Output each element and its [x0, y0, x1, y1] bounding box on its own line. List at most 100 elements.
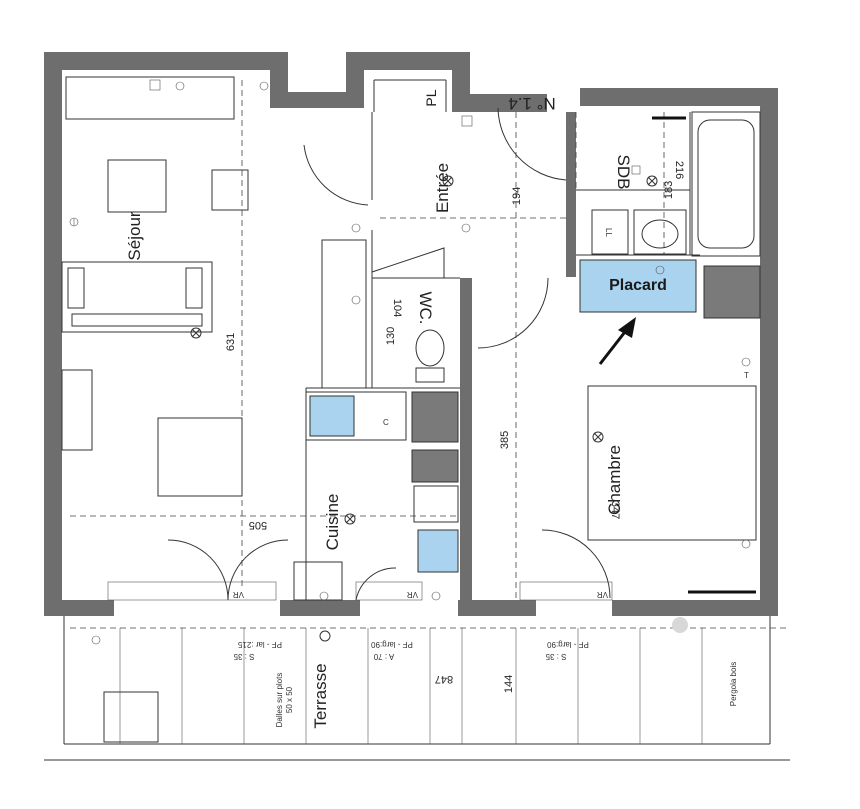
sink [413, 485, 459, 523]
hob [411, 449, 459, 483]
light-icon [442, 175, 454, 187]
bedroom-furniture [587, 116, 761, 594]
placard-box[interactable] [579, 259, 697, 313]
bookcase [321, 239, 367, 389]
kitchen-units [293, 391, 459, 601]
dalles-label-1: Dalles sur plots [275, 673, 284, 728]
socket-icon [259, 81, 269, 91]
vr-label-1: VR [233, 590, 244, 599]
t-label: T [744, 371, 749, 380]
socket-icon [741, 539, 751, 549]
dim-104: 104 [391, 299, 403, 317]
ceiling-lights [190, 175, 658, 642]
planter [103, 691, 159, 743]
room-label-wc: WC. [416, 291, 435, 324]
electrical-symbols [69, 79, 751, 645]
bathtub [691, 111, 761, 257]
washing-machine [293, 561, 343, 601]
light-icon [646, 175, 658, 187]
wall-north-step [452, 94, 547, 112]
exterior-walls [44, 52, 778, 616]
dim-505: 505 [249, 519, 267, 531]
socket-icon [741, 357, 751, 367]
wall-south-3 [458, 600, 536, 616]
tv-unit [61, 369, 93, 451]
pf-right-2: S : 35 [545, 652, 566, 661]
dim-847: 847 [435, 673, 453, 685]
wall-south-4 [612, 600, 778, 616]
wardrobe [703, 265, 761, 319]
washbasin [633, 209, 687, 255]
dim-183: 183 [663, 181, 675, 199]
socket-icon [91, 635, 101, 645]
wall-interior-bathroom [566, 112, 576, 277]
socket-icon [655, 265, 665, 275]
switch-icon [631, 165, 641, 175]
pergola-label: Pergola bois [729, 662, 738, 706]
entry-door [303, 144, 369, 206]
dim-631: 631 [225, 333, 237, 351]
wc-fixtures [415, 329, 445, 383]
ll-label: LL [604, 228, 613, 237]
interior-partitions [305, 79, 700, 600]
dim-385: 385 [499, 431, 511, 449]
terrace [44, 616, 790, 761]
armchair [107, 159, 167, 213]
light-icon [190, 327, 202, 339]
wall-notch-bottom [270, 92, 358, 108]
side-table [211, 169, 249, 211]
room-label-sejour: Séjour [125, 211, 144, 260]
socket-icon [69, 217, 79, 227]
dalles-label-2: 50 x 50 [285, 686, 294, 713]
vr-label-2: VR [407, 590, 418, 599]
placard-label: Placard [609, 277, 667, 294]
wall-east [760, 88, 778, 616]
dim-194: 194 [511, 187, 523, 205]
dim-144: 144 [503, 675, 515, 693]
pl-label: PL [423, 89, 439, 106]
toilet-bowl [415, 329, 445, 367]
room-label-chambre: Chambre [605, 445, 624, 515]
fridge [309, 395, 355, 437]
wall-north-mid [346, 52, 464, 70]
wall-south-1 [44, 600, 114, 616]
socket-icon [351, 223, 361, 233]
pf-left-2: S : 35 [233, 652, 254, 661]
sejour-furniture [61, 76, 367, 497]
wall-interior-bedroom [460, 278, 472, 600]
light-icon [592, 431, 604, 443]
washing-machine-space [591, 209, 629, 255]
placard-closet[interactable]: Placard [579, 259, 697, 313]
wall-south-2 [280, 600, 360, 616]
room-label-terrasse: Terrasse [311, 663, 330, 728]
light-icon [344, 513, 356, 525]
vr-label-3: VR [597, 590, 608, 599]
dining-table [157, 417, 243, 497]
switch-icon [461, 115, 473, 127]
dishwasher [417, 529, 459, 573]
socket-icon [351, 295, 361, 305]
room-label-cuisine: Cuisine [323, 494, 342, 551]
socket-icon [319, 591, 329, 601]
room-label-sdb: SDB [614, 155, 633, 190]
pf-right-1: PF - larg:90 [547, 640, 589, 649]
dim-130: 130 [385, 327, 397, 345]
oven [411, 391, 459, 443]
c-label: C [383, 418, 389, 427]
bedroom-door [477, 277, 549, 349]
dim-347: 347 [609, 501, 621, 519]
pf-left-1: PF - lar :215 [237, 640, 282, 649]
wall-north-right [580, 88, 778, 106]
room-label-entree: Entrée [433, 163, 452, 213]
dim-216: 216 [673, 161, 685, 179]
arrow-icon [598, 317, 636, 365]
bathroom-fixtures [591, 111, 761, 257]
socket-icon [431, 591, 441, 601]
light-icon [319, 630, 331, 642]
sofa [61, 261, 213, 333]
pf-mid-2: A : 70 [373, 652, 394, 661]
pf-mid-1: PF - larg:90 [371, 640, 413, 649]
apartment-number: N° 1.4 [508, 94, 555, 113]
socket-icon [175, 81, 185, 91]
